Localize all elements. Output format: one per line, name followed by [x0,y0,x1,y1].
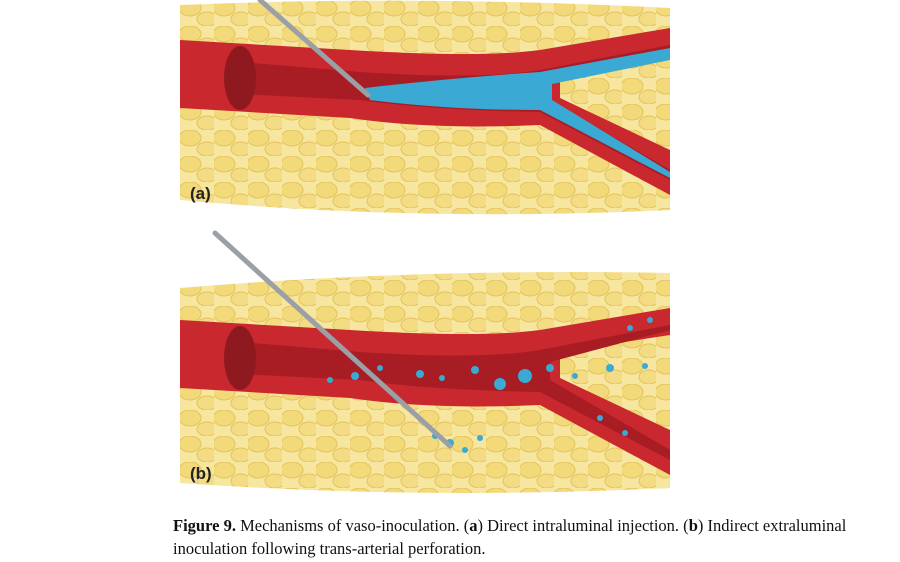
panel-b-illustration: (b) [180,228,670,498]
caption-text: Mechanisms of vaso-inoculation. ( [235,516,470,535]
caption-text: ) Direct intraluminal injection. ( [477,516,689,535]
needle [212,230,453,449]
injected-fluid [365,48,670,178]
fluid-droplets [327,317,653,453]
caption-ref-a: a [469,516,478,535]
caption-text: ) Indirect extraluminal inoculation foll… [173,516,847,558]
panel-a-label: (a) [190,184,211,203]
panel-b-label: (b) [190,464,212,483]
panel-a-illustration: (a) [180,0,670,218]
figure-number: Figure 9. [173,516,236,535]
vessel-cut-end [224,326,256,390]
figure-caption: Figure 9. Mechanisms of vaso-inoculation… [173,514,873,560]
caption-ref-b: b [688,516,698,535]
artery-lumen [240,325,670,460]
vessel-cut-end [224,46,256,110]
needle [257,0,371,98]
